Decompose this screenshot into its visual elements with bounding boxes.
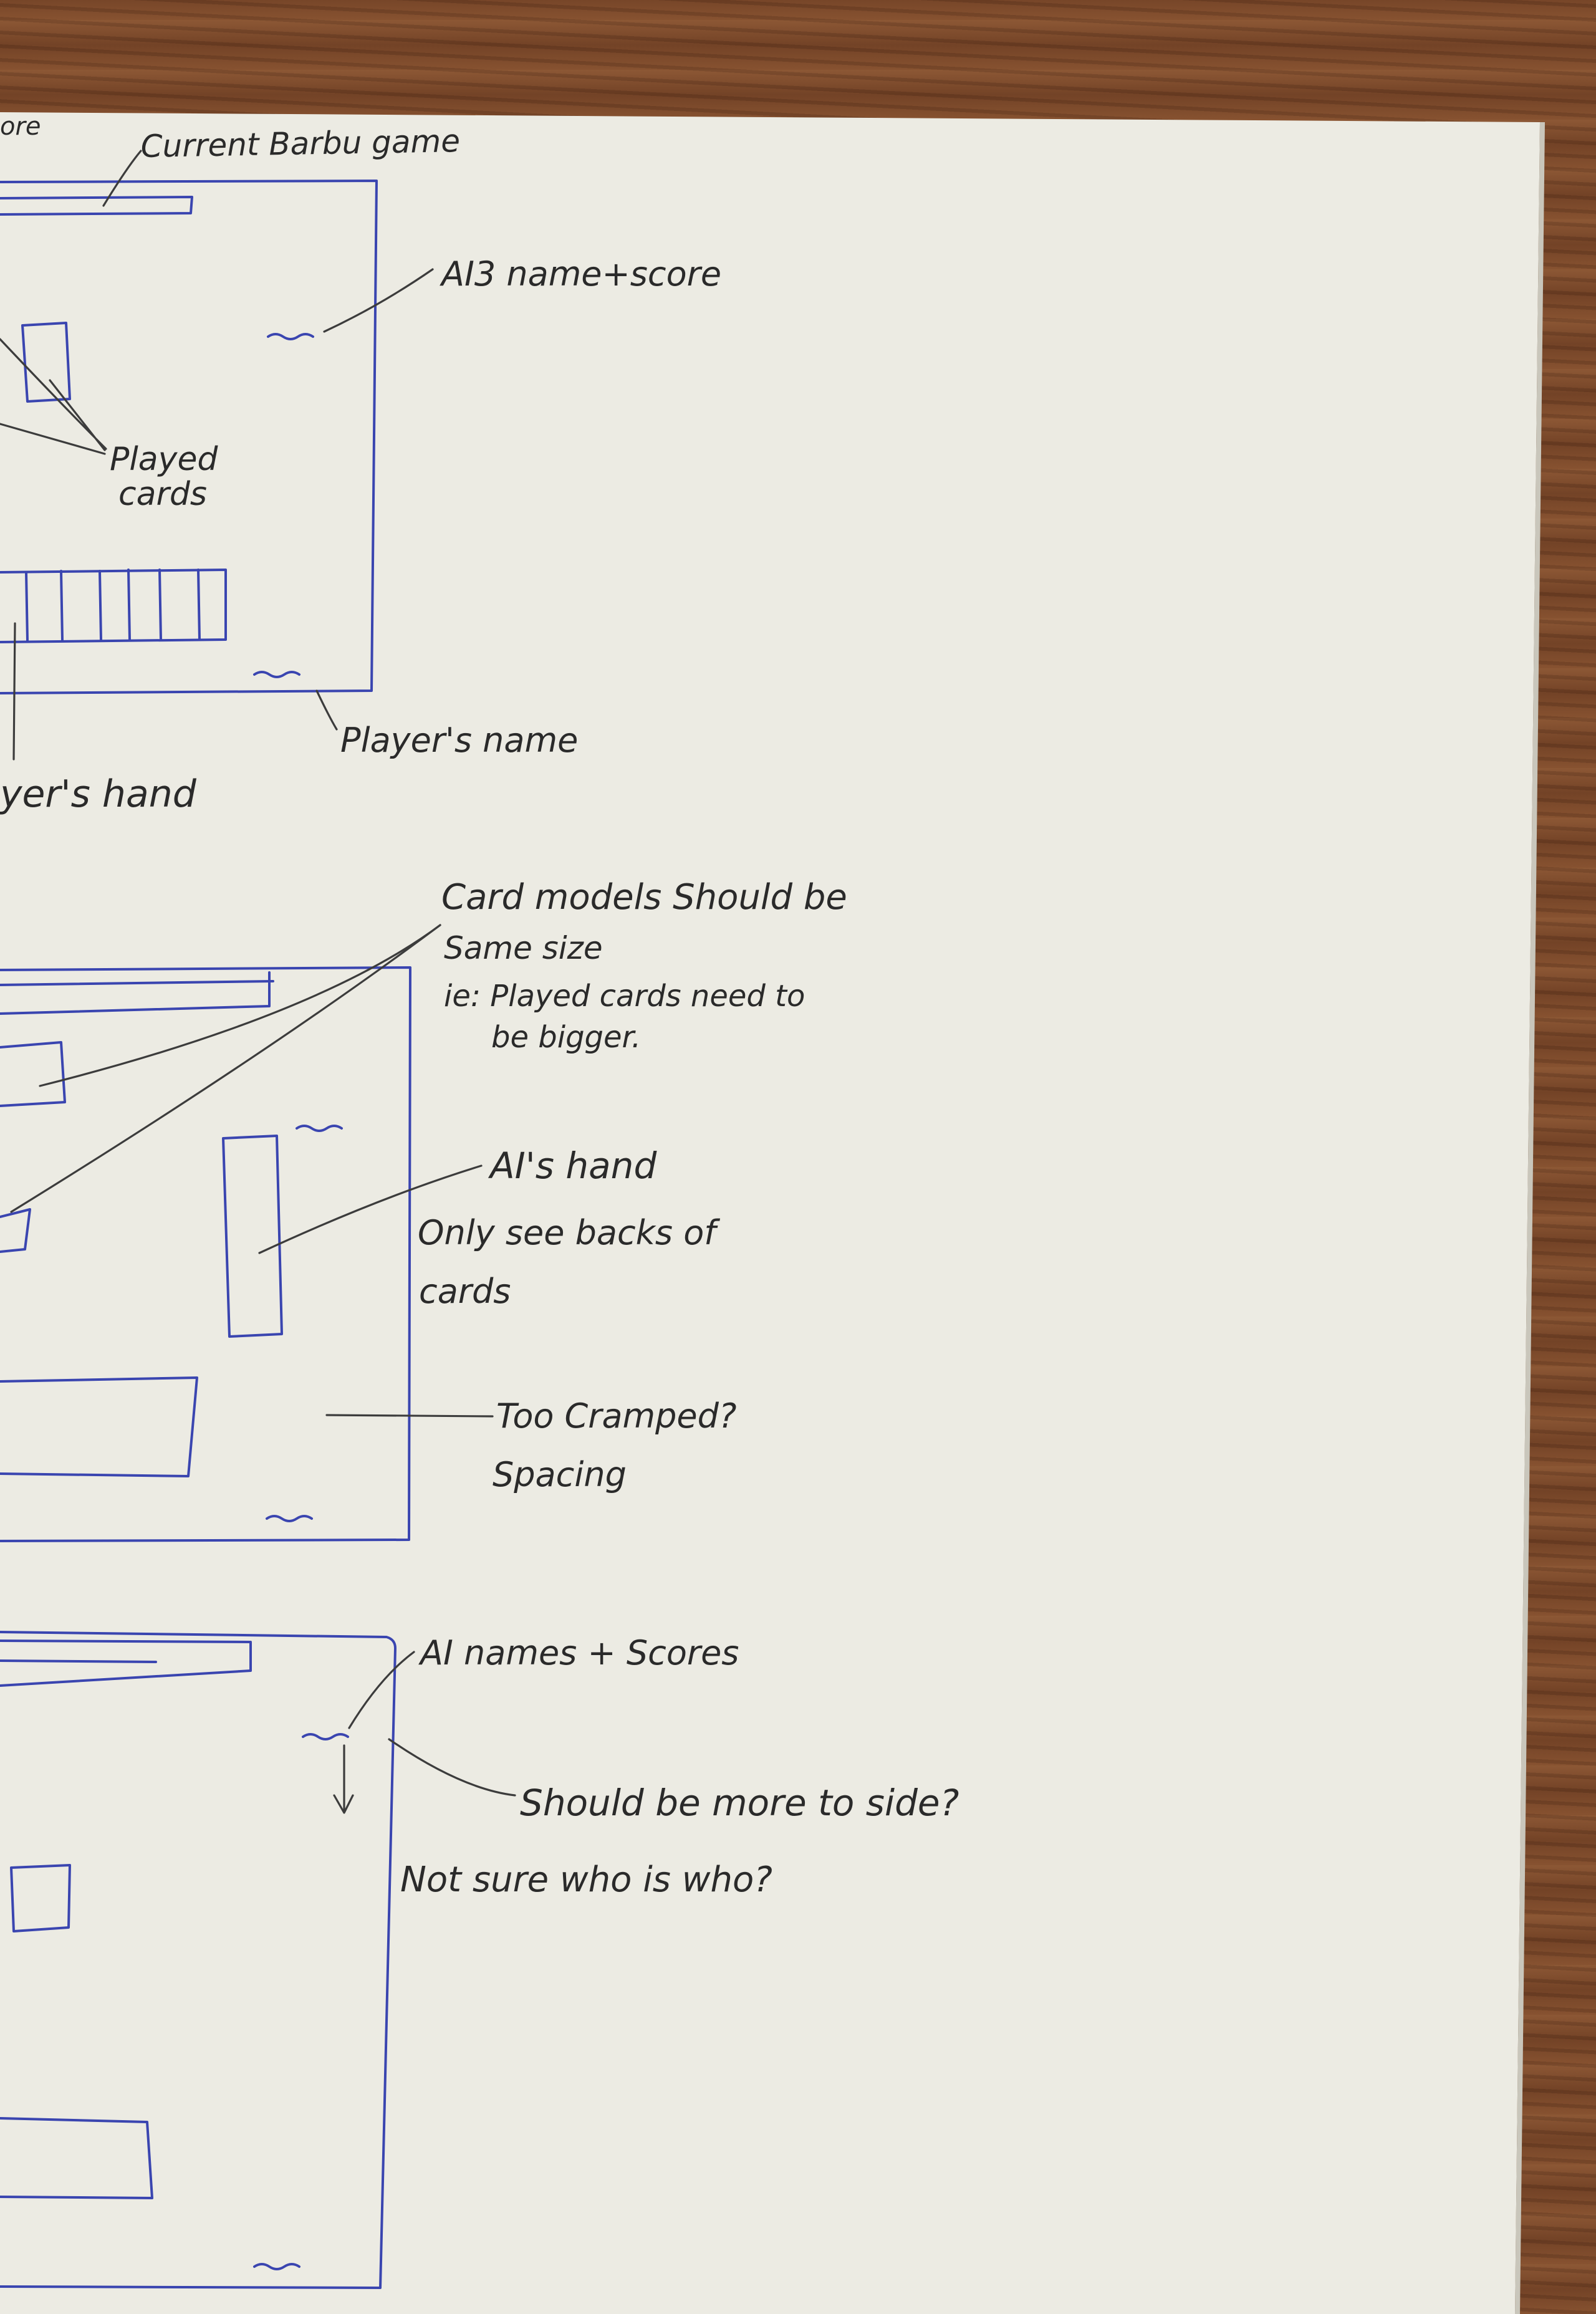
sketch2-title-box [0,971,274,1015]
sketch3-frame [0,1631,397,2289]
sketch1-player-squiggle [253,671,300,678]
sketch3-player-squiggle [253,2263,300,2270]
sketch-3-wireframe [0,1631,397,2289]
note-ais-hand-3: cards [419,1272,511,1311]
sketch1-ai3-squiggle [267,333,314,340]
sketch3-title-box [0,1639,252,1687]
sketch3-ai-squiggle [302,1733,349,1740]
sketch3-player-hand [0,2117,153,2199]
sketch1-title-box [0,196,193,216]
note-top-left-fragment: ore [0,112,41,141]
sketch2-frame [0,966,411,1542]
sketch2-played-card-left [0,1041,66,1107]
note-players-name: Player's name [340,721,578,760]
note-card-models-4: be bigger. [491,1020,641,1055]
note-ais-hand-2: Only see backs of [418,1213,720,1252]
note-not-sure: Not sure who is who? [400,1860,772,1900]
sketch2-played-card-bottom [0,1208,31,1253]
note-current-game: Current Barbu game [140,123,460,165]
note-too-cramped-1: Too Cramped? [496,1396,737,1436]
note-card-models-3: ie: Played cards need to [444,979,805,1014]
handwritten-notes: ore Current Barbu game AI3 name+score Pl… [0,112,959,1900]
sketch3-played-card [10,1864,71,1932]
sketch1-hand-dividers [25,569,201,642]
sketch2-squiggle-bottom [266,1515,313,1522]
sketch2-player-hand [0,1376,198,1477]
note-players-hand: yer's hand [0,772,197,816]
note-ai-names-scores: AI names + Scores [418,1633,739,1673]
paper-shadow-edge [1515,122,1545,2314]
sketch1-frame [0,180,378,694]
sketch1-played-card [21,322,71,403]
note-card-models-1: Card models Should be [441,877,847,918]
note-played-cards-line1: Played [110,441,218,478]
note-played-cards-line2: cards [118,476,207,513]
sketch2-ai-hand [222,1135,283,1338]
paper-sheet [0,112,1540,2314]
note-more-to-side: Should be more to side? [520,1782,959,1824]
note-card-models-2: Same size [444,930,603,966]
note-too-cramped-2: Spacing [493,1455,627,1494]
sketch1-player-hand [0,569,227,643]
note-ai3-name-score: AI3 name+score [440,254,721,294]
sketch-2-wireframe [0,966,411,1542]
sketch2-squiggle-top [296,1125,343,1132]
sketch-1-wireframe [0,180,378,694]
note-ais-hand-1: AI's hand [488,1145,657,1187]
annotation-leader-lines [0,150,516,1814]
